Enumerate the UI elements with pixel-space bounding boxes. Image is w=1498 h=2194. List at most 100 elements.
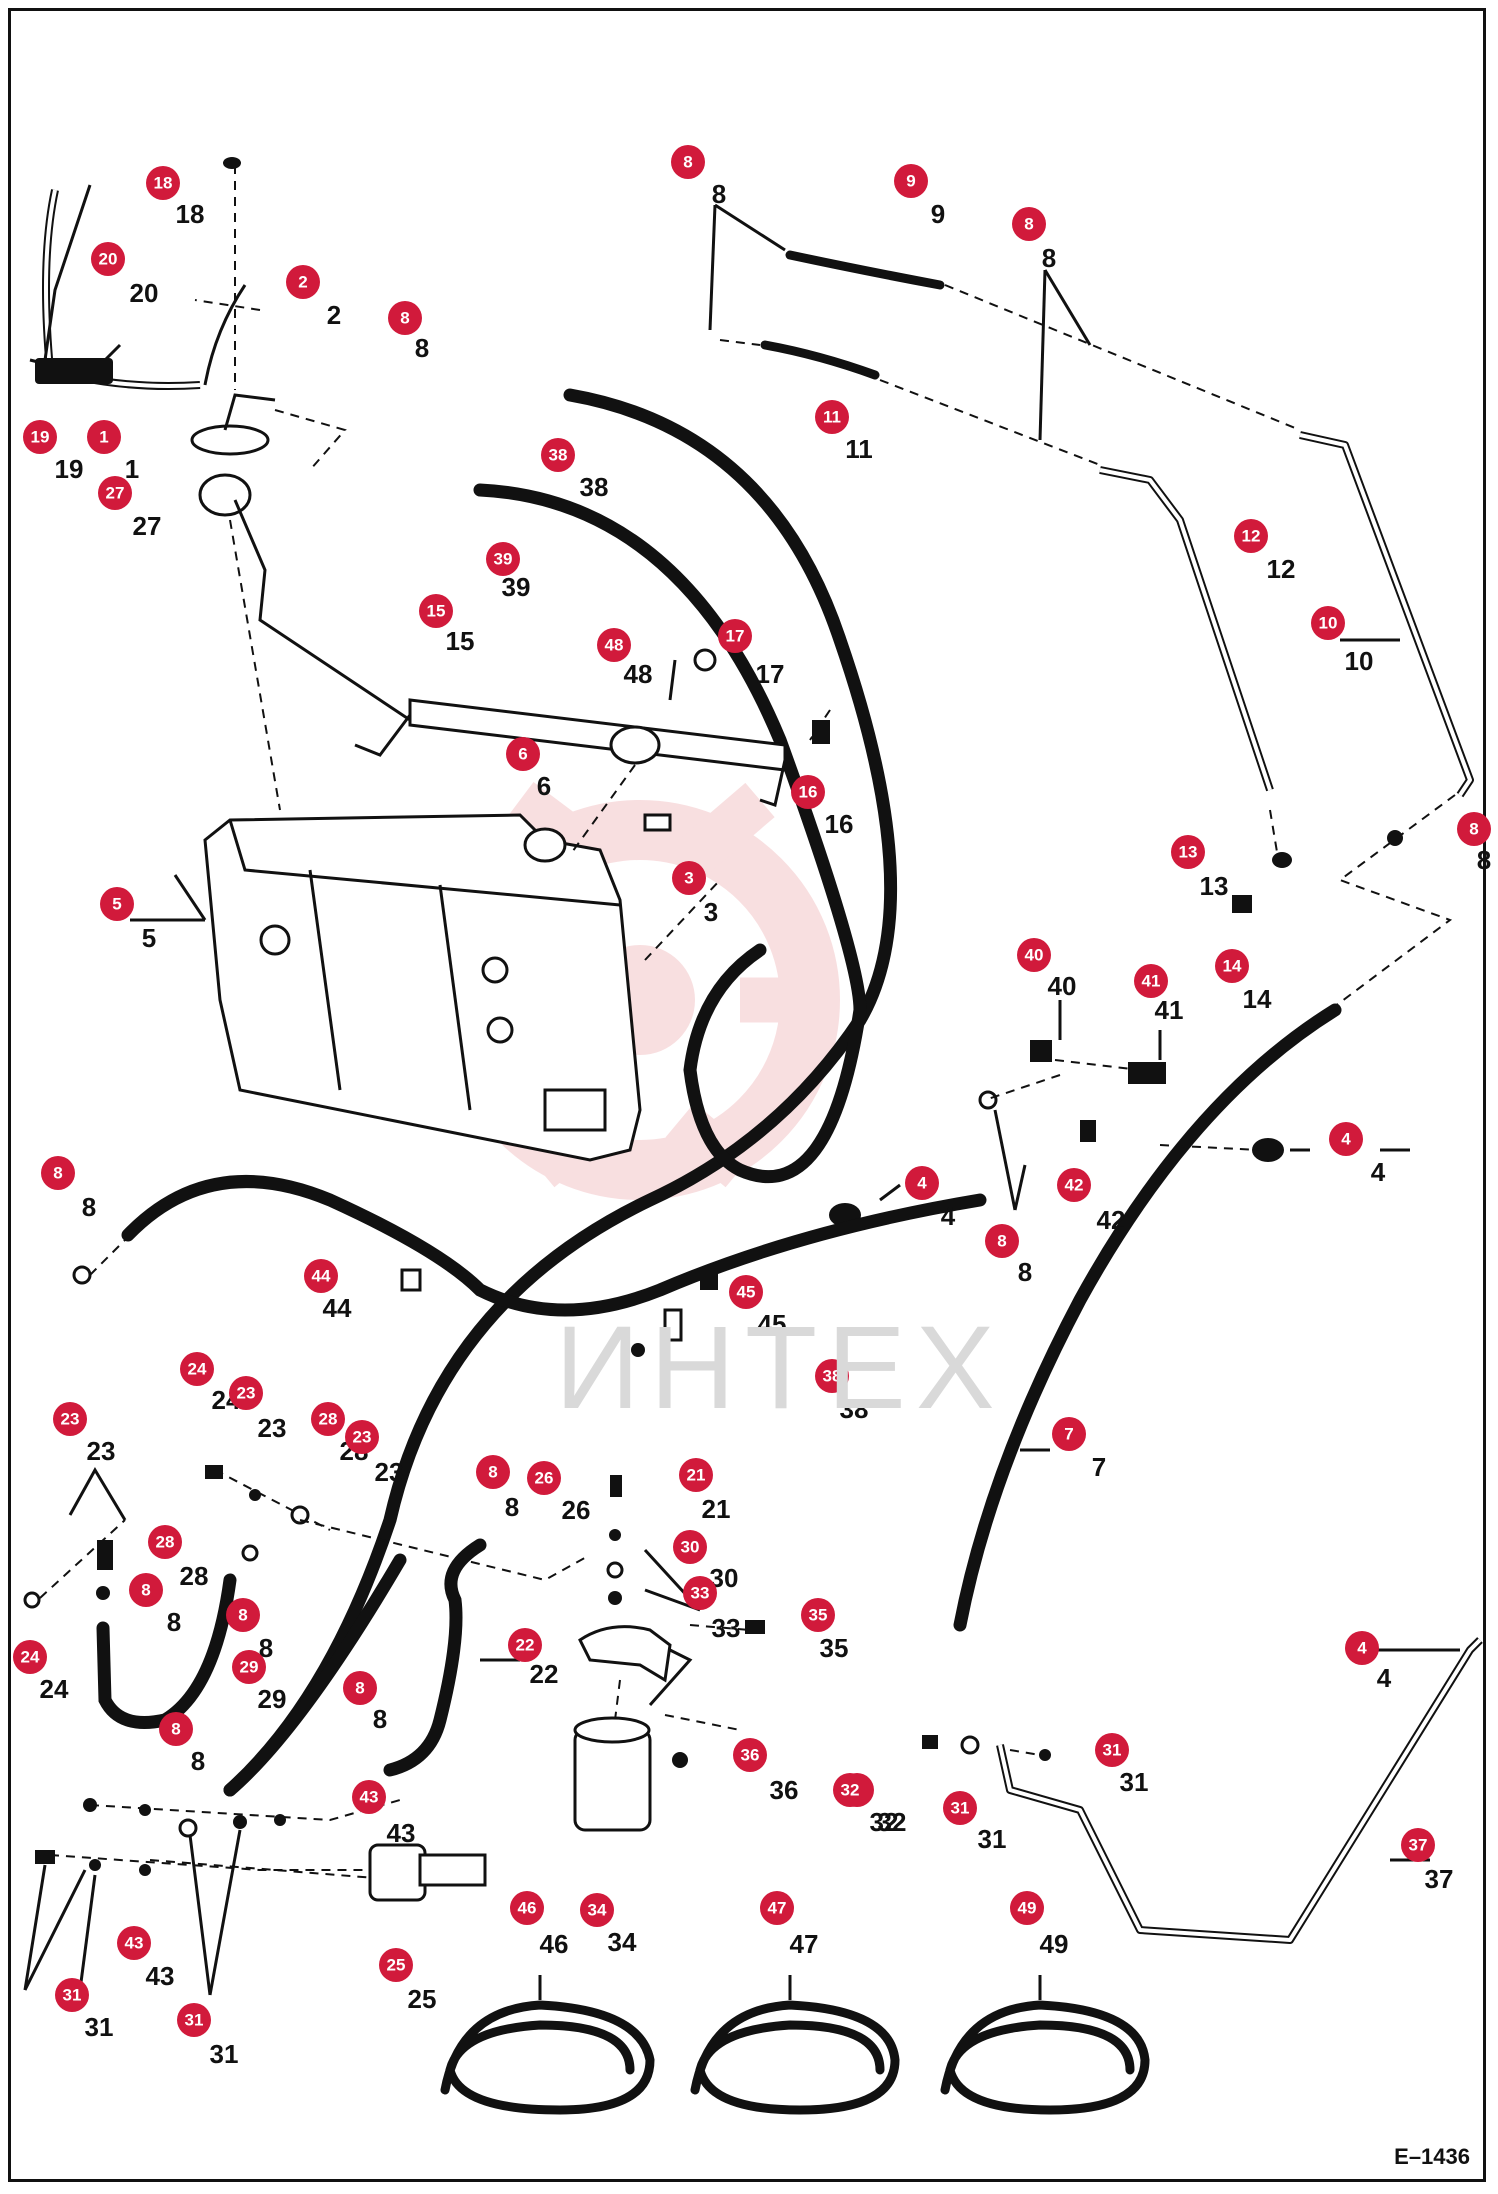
callout-badge[interactable]	[1095, 1733, 1129, 1767]
part-number-label: 38	[580, 472, 609, 502]
callout-badge[interactable]	[791, 775, 825, 809]
callout-badge[interactable]	[100, 887, 134, 921]
callout-number: 1	[99, 428, 108, 447]
callout-number: 8	[488, 1463, 497, 1482]
callout-badge[interactable]	[226, 1598, 260, 1632]
callout-number: 14	[1223, 957, 1242, 976]
callout-badge[interactable]	[476, 1455, 510, 1489]
callout-number: 38	[823, 1367, 842, 1386]
callout-number: 42	[1065, 1176, 1084, 1195]
callout-badge[interactable]	[815, 400, 849, 434]
callout-badge[interactable]	[1215, 949, 1249, 983]
callout-badge[interactable]	[87, 420, 121, 454]
callout-badge[interactable]	[129, 1573, 163, 1607]
callout-badge[interactable]	[117, 1926, 151, 1960]
part-number-label: 18	[176, 199, 205, 229]
callout-number: 5	[112, 895, 121, 914]
callout-badge[interactable]	[1057, 1168, 1091, 1202]
callout-badge[interactable]	[597, 628, 631, 662]
callout-badge[interactable]	[527, 1461, 561, 1495]
callout-number: 4	[1341, 1130, 1351, 1149]
callout-badge[interactable]	[1171, 835, 1205, 869]
part-number-label: 34	[608, 1927, 637, 1957]
callout-badge[interactable]	[379, 1948, 413, 1982]
callout-number: 31	[185, 2011, 204, 2030]
callout-badge[interactable]	[304, 1259, 338, 1293]
callout-badge[interactable]	[419, 594, 453, 628]
callout-badge[interactable]	[985, 1224, 1019, 1258]
part-number-label: 26	[562, 1495, 591, 1525]
callout-badge[interactable]	[232, 1650, 266, 1684]
callout-badge[interactable]	[388, 301, 422, 335]
callout-number: 41	[1142, 972, 1161, 991]
callout-badge[interactable]	[1234, 519, 1268, 553]
callout-badge[interactable]	[1012, 207, 1046, 241]
callout-badge[interactable]	[894, 164, 928, 198]
callout-badge[interactable]	[833, 1773, 867, 1807]
callout-badge[interactable]	[53, 1402, 87, 1436]
callout-badge[interactable]	[671, 145, 705, 179]
callout-number: 26	[535, 1469, 554, 1488]
part-number-label: 23	[375, 1457, 404, 1487]
callout-badge[interactable]	[98, 476, 132, 510]
part-number-label: 11	[845, 434, 873, 464]
callout-badge[interactable]	[343, 1671, 377, 1705]
callout-badge[interactable]	[1134, 964, 1168, 998]
callout-badge[interactable]	[345, 1420, 379, 1454]
callout-badge[interactable]	[177, 2003, 211, 2037]
callout-badge[interactable]	[943, 1791, 977, 1825]
callout-badge[interactable]	[55, 1978, 89, 2012]
callout-badge[interactable]	[1010, 1891, 1044, 1925]
callout-badge[interactable]	[1017, 938, 1051, 972]
callout-badge[interactable]	[672, 861, 706, 895]
callout-badge[interactable]	[352, 1780, 386, 1814]
part-number-label: 8	[415, 333, 429, 363]
callout-number: 8	[171, 1720, 180, 1739]
part-number-label: 4	[1371, 1157, 1386, 1187]
callout-badge[interactable]	[1401, 1828, 1435, 1862]
callout-badge[interactable]	[673, 1530, 707, 1564]
callout-number: 23	[237, 1384, 256, 1403]
callout-badge[interactable]	[815, 1359, 849, 1393]
callout-badge[interactable]	[760, 1891, 794, 1925]
callout-badge[interactable]	[146, 166, 180, 200]
callout-badge[interactable]	[729, 1275, 763, 1309]
callout-badge[interactable]	[718, 619, 752, 653]
part-number-label: 31	[85, 2012, 114, 2042]
callout-number: 23	[61, 1410, 80, 1429]
callout-badge[interactable]	[286, 265, 320, 299]
callout-badge[interactable]	[510, 1891, 544, 1925]
callout-badge[interactable]	[41, 1156, 75, 1190]
callout-badge[interactable]	[91, 242, 125, 276]
callout-badge[interactable]	[180, 1352, 214, 1386]
hose-39	[473, 483, 867, 1184]
callout-number: 20	[99, 250, 118, 269]
callout-badge[interactable]	[159, 1712, 193, 1746]
callout-badge[interactable]	[580, 1893, 614, 1927]
part-number-label: 31	[210, 2039, 239, 2069]
callout-badge[interactable]	[801, 1598, 835, 1632]
callout-badge[interactable]	[13, 1640, 47, 1674]
callout-badge[interactable]	[229, 1376, 263, 1410]
callout-number: 21	[687, 1466, 706, 1485]
callout-badge[interactable]	[1311, 606, 1345, 640]
callout-badge[interactable]	[1457, 812, 1491, 846]
part-number-label: 29	[258, 1684, 287, 1714]
callout-badge[interactable]	[905, 1166, 939, 1200]
callout-badge[interactable]	[1329, 1122, 1363, 1156]
callout-badge[interactable]	[1052, 1417, 1086, 1451]
callout-number: 34	[588, 1901, 607, 1920]
callout-badge[interactable]	[486, 542, 520, 576]
callout-badge[interactable]	[148, 1525, 182, 1559]
callout-badge[interactable]	[506, 737, 540, 771]
callout-badge[interactable]	[541, 438, 575, 472]
callout-number: 40	[1025, 946, 1044, 965]
callout-badge[interactable]	[1345, 1631, 1379, 1665]
callout-badge[interactable]	[679, 1458, 713, 1492]
callout-badge[interactable]	[683, 1576, 717, 1610]
callout-badge[interactable]	[733, 1738, 767, 1772]
callout-badge[interactable]	[508, 1628, 542, 1662]
callout-badge[interactable]	[311, 1402, 345, 1436]
hose-coil-46	[440, 1975, 655, 2115]
callout-badge[interactable]	[23, 420, 57, 454]
